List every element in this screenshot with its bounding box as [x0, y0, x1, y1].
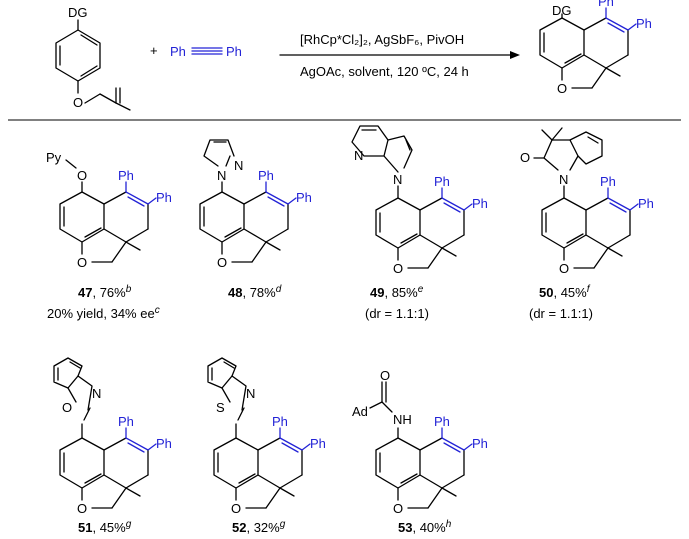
- compound-49: N N Ph Ph O: [351, 125, 488, 276]
- c50-ring-o: O: [559, 261, 569, 276]
- c53-ph2: Ph: [472, 436, 488, 451]
- caption-49-extra: (dr = 1.1:1): [365, 306, 429, 321]
- caption-48: 48, 78%d: [228, 284, 282, 300]
- c51-ph1: Ph: [118, 414, 134, 429]
- c49-n2: N: [393, 172, 402, 187]
- c53-o: O: [380, 368, 390, 383]
- reactant-aryl-ether: DG O: [55, 5, 131, 111]
- c47-ring-o: O: [77, 255, 87, 270]
- c53-ring-o: O: [393, 501, 403, 516]
- c50-ph1: Ph: [600, 174, 616, 189]
- c50-o: O: [520, 150, 530, 165]
- c53-nh: NH: [393, 412, 412, 427]
- c51-n: N: [92, 386, 101, 401]
- c51-ph2: Ph: [156, 436, 172, 451]
- c53-ad: Ad: [352, 404, 368, 419]
- c49-ring-o: O: [393, 261, 403, 276]
- caption-51: 51, 45%g: [78, 519, 132, 535]
- c48-ph2: Ph: [296, 190, 312, 205]
- c52-s: S: [216, 400, 225, 415]
- conditions-bottom: AgOAc, solvent, 120 ºC, 24 h: [300, 64, 469, 79]
- caption-52: 52, 32%g: [232, 519, 286, 535]
- c47-ph1: Ph: [118, 168, 134, 183]
- product-dg-label: DG: [552, 3, 572, 18]
- c51-o: O: [62, 400, 72, 415]
- c48-n1: N: [217, 168, 226, 183]
- arrow-head: [510, 51, 520, 59]
- caption-47-extra: 20% yield, 34% eec: [47, 305, 160, 321]
- conditions-top: [RhCp*Cl₂]₂, AgSbF₆, PivOH: [300, 32, 464, 47]
- reactant-o-label: O: [73, 95, 83, 110]
- c51-ring-o: O: [77, 501, 87, 516]
- c53-ph1: Ph: [434, 414, 450, 429]
- compound-51: O N Ph Ph O: [53, 357, 172, 516]
- caption-49: 49, 85%e: [370, 284, 424, 300]
- c50-ph2: Ph: [638, 196, 654, 211]
- caption-50-extra: (dr = 1.1:1): [529, 306, 593, 321]
- reactant-dg-label: DG: [68, 5, 88, 20]
- c47-o: O: [77, 168, 87, 183]
- compound-50: O N Ph Ph O: [520, 127, 654, 276]
- c48-ph1: Ph: [258, 168, 274, 183]
- alkyne-ph-right: Ph: [226, 44, 242, 59]
- c48-n2: N: [234, 158, 243, 173]
- caption-47: 47, 76%b: [78, 284, 132, 300]
- alkyne-ph-left: Ph: [170, 44, 186, 59]
- c47-ph2: Ph: [156, 190, 172, 205]
- c50-n: N: [559, 172, 568, 187]
- c47-py: Py: [46, 150, 62, 165]
- compound-48: N N Ph Ph O: [199, 139, 312, 270]
- caption-53: 53, 40%h: [398, 519, 452, 535]
- c49-ph2: Ph: [472, 196, 488, 211]
- compound-52: S N Ph Ph O: [207, 357, 326, 516]
- product-ph2: Ph: [636, 16, 652, 31]
- c49-ph1: Ph: [434, 174, 450, 189]
- c52-ph2: Ph: [310, 436, 326, 451]
- product-o: O: [557, 81, 567, 96]
- c52-n: N: [246, 386, 255, 401]
- product-ph1: Ph: [598, 0, 614, 9]
- diphenylacetylene: Ph Ph: [170, 44, 242, 59]
- c48-ring-o: O: [217, 255, 227, 270]
- compound-53: NH O Ad Ph Ph O: [352, 368, 488, 516]
- c49-n1: N: [354, 148, 363, 163]
- caption-50: 50, 45%f: [539, 284, 591, 300]
- plus-sign: +: [150, 43, 158, 58]
- c52-ph1: Ph: [272, 414, 288, 429]
- compound-47: O Py Ph Ph O: [46, 150, 172, 270]
- c52-ring-o: O: [231, 501, 241, 516]
- scheme-product: DG Ph Ph O: [539, 0, 652, 96]
